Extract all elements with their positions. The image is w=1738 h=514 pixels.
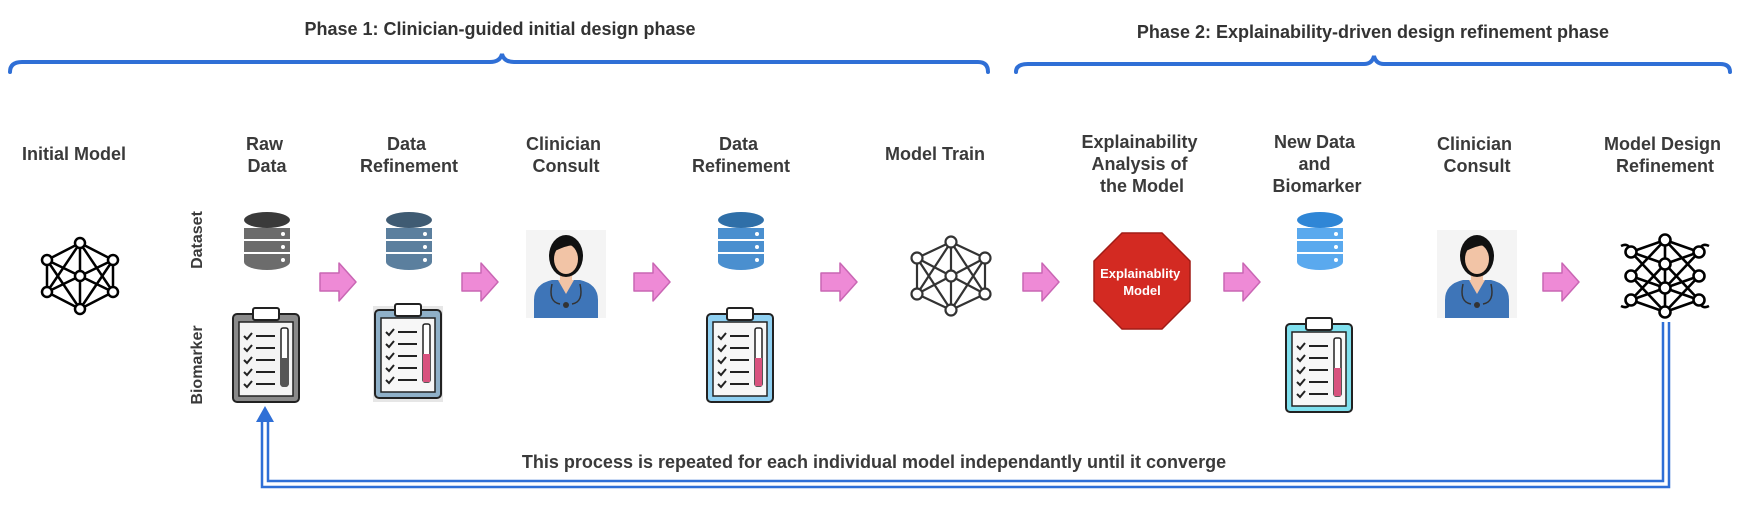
step-label-initial-model: Initial Model — [22, 144, 126, 164]
step-label-model-train: Model Train — [885, 144, 985, 164]
arrow-right-icon — [820, 262, 858, 302]
phase1-brace — [8, 53, 990, 74]
clipboard-checklist-icon — [232, 307, 300, 403]
arrow-right-icon — [461, 262, 499, 302]
step-label-raw-data: Raw Data — [246, 134, 288, 176]
doctor-icon — [1437, 230, 1517, 318]
clipboard-checklist-icon — [373, 303, 443, 402]
step-label-clinician-consult-2: Clinician Consult — [1437, 134, 1517, 176]
database-icon — [386, 212, 432, 270]
neural-network-icon — [1620, 233, 1710, 319]
phase2-brace — [1014, 55, 1732, 74]
step-label-explainability-analysis: Explainability Analysis of the Model — [1081, 132, 1202, 196]
step-label-data-refinement-2: Data Refinement — [692, 134, 790, 176]
stop-octagon-icon: Explainablity Model — [1093, 232, 1191, 330]
phase1-title: Phase 1: Clinician-guided initial design… — [304, 19, 695, 39]
xai-box-label: Explainablity Model — [1100, 266, 1184, 298]
neural-network-icon — [40, 236, 120, 316]
arrow-right-icon — [1022, 262, 1060, 302]
database-icon — [718, 212, 764, 270]
feedback-loop-arrow — [260, 322, 1671, 489]
database-icon — [1297, 212, 1343, 270]
doctor-icon — [526, 230, 606, 318]
database-icon — [244, 212, 290, 270]
step-label-data-refinement-1: Data Refinement — [360, 134, 458, 176]
arrow-right-icon — [1223, 262, 1261, 302]
loop-note: This process is repeated for each indivi… — [522, 452, 1226, 472]
arrow-right-icon — [633, 262, 671, 302]
clipboard-checklist-icon — [706, 307, 774, 403]
phase2-title: Phase 2: Explainability-driven design re… — [1137, 22, 1609, 42]
clipboard-checklist-icon — [1285, 317, 1353, 413]
arrow-right-icon — [1542, 262, 1580, 302]
row-label-dataset: Dataset — [189, 210, 206, 268]
arrow-right-icon — [319, 262, 357, 302]
step-label-model-design-refinement: Model Design Refinement — [1604, 134, 1726, 176]
step-label-clinician-consult-1: Clinician Consult — [526, 134, 606, 176]
neural-network-icon — [910, 235, 992, 317]
row-label-biomarker: Biomarker — [189, 325, 206, 404]
step-label-new-data-biomarker: New Data and Biomarker — [1272, 132, 1361, 196]
feedback-arrowhead — [256, 406, 274, 422]
